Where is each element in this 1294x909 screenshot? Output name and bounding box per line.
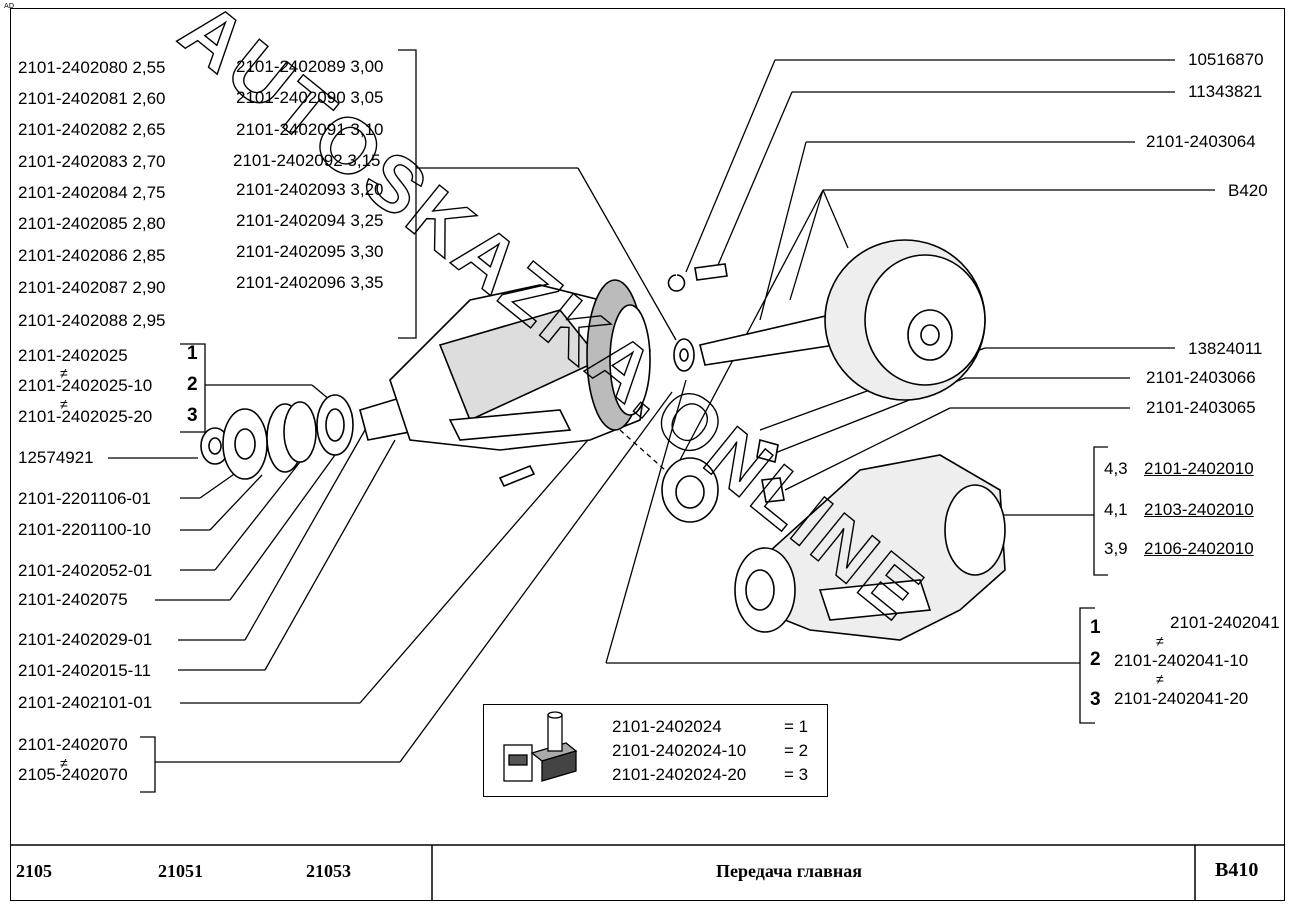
part-label: 2101-2201106-01 xyxy=(18,489,151,508)
shim-label: 2101-2402095 3,30 xyxy=(236,242,384,261)
part-label: 2101-2201100-10 xyxy=(18,520,151,539)
pinion-variant-2: 2101-2402025-10 xyxy=(18,376,153,395)
variant-number: 1 xyxy=(1090,617,1101,638)
variant-number: 1 xyxy=(187,343,198,364)
kit-part: 2101-2402024 xyxy=(612,717,722,736)
shim-label: 2101-2402086 2,85 xyxy=(18,246,166,265)
repair-kit-icon xyxy=(503,711,578,782)
variant-number: 3 xyxy=(1090,689,1101,710)
shim-label: 2101-2402094 3,25 xyxy=(236,211,384,230)
shim-label: 2101-2402084 2,75 xyxy=(18,183,166,202)
shim-label: 2101-2402093 3,20 xyxy=(236,180,384,199)
part-label: 2101-2403065 xyxy=(1146,398,1256,417)
part-label: 12574921 xyxy=(18,448,94,467)
shim-label: 2101-2402080 2,55 xyxy=(18,58,166,77)
gear-variant-2: 2101-2402041-10 xyxy=(1114,651,1249,670)
page-title: Передача главная xyxy=(716,861,862,881)
shim-label: 2101-2402085 2,80 xyxy=(18,214,166,233)
variant-number: 2 xyxy=(187,374,198,395)
part-label: 2101-2402101-01 xyxy=(18,693,153,712)
model-code: 21051 xyxy=(158,861,203,881)
ratio-value: 3,9 xyxy=(1104,539,1128,558)
part-label: 2101-2403064 xyxy=(1146,132,1256,151)
kit-equals: = 2 xyxy=(784,741,809,760)
part-label: 2101-2403066 xyxy=(1146,368,1256,387)
part-label: 2101-2402075 xyxy=(18,590,128,609)
part-label: B420 xyxy=(1228,181,1268,200)
pinion-variant-1: 2101-2402025 xyxy=(18,346,128,365)
part-label: 10516870 xyxy=(1188,50,1264,69)
part-label: 2101-2402052-01 xyxy=(18,561,153,580)
drawing-frame xyxy=(10,8,1285,901)
repair-kit-legend: 2101-2402024 = 1 2101-2402024-10 = 2 210… xyxy=(483,704,828,797)
shim-label: 2101-2402087 2,90 xyxy=(18,278,166,297)
model-code: 2105 xyxy=(16,861,52,881)
part-label: 13824011 xyxy=(1188,339,1263,358)
bearing-variant-2: 2105-2402070 xyxy=(18,765,128,784)
ratio-part: 2103-2402010 xyxy=(1144,500,1254,519)
shim-label: 2101-2402088 2,95 xyxy=(18,311,166,330)
gear-variant-1: 2101-2402041 xyxy=(1170,613,1280,632)
kit-part: 2101-2402024-20 xyxy=(612,765,747,784)
part-label: 2101-2402029-01 xyxy=(18,630,153,649)
kit-equals: = 1 xyxy=(784,717,809,736)
not-equal-mark: ≠ xyxy=(1156,633,1164,649)
kit-equals: = 3 xyxy=(784,765,809,784)
variant-number: 2 xyxy=(1090,649,1101,670)
shim-label: 2101-2402089 3,00 xyxy=(236,57,384,76)
shim-label: 2101-2402091 3,10 xyxy=(236,120,384,139)
shim-label: 2101-2402090 3,05 xyxy=(236,88,384,107)
model-code: 21053 xyxy=(306,861,351,881)
part-label: 11343821 xyxy=(1188,82,1263,101)
shim-label: 2101-2402092 3,15 xyxy=(233,151,381,170)
corner-mark: AD xyxy=(4,2,15,10)
not-equal-mark: ≠ xyxy=(60,396,68,412)
ratio-part: 2101-2402010 xyxy=(1144,459,1254,478)
shim-label: 2101-2402083 2,70 xyxy=(18,152,166,171)
shim-label: 2101-2402096 3,35 xyxy=(236,273,384,292)
gear-variant-3: 2101-2402041-20 xyxy=(1114,689,1249,708)
shim-label: 2101-2402082 2,65 xyxy=(18,120,166,139)
not-equal-mark: ≠ xyxy=(60,755,68,771)
not-equal-mark: ≠ xyxy=(60,365,68,381)
ratio-value: 4,1 xyxy=(1104,500,1128,519)
ratio-value: 4,3 xyxy=(1104,459,1128,478)
pinion-variant-3: 2101-2402025-20 xyxy=(18,407,153,426)
variant-number: 3 xyxy=(187,405,198,426)
shim-label: 2101-2402081 2,60 xyxy=(18,89,166,108)
bearing-variant-1: 2101-2402070 xyxy=(18,735,128,754)
kit-part: 2101-2402024-10 xyxy=(612,741,747,760)
ratio-part: 2106-2402010 xyxy=(1144,539,1254,558)
part-label: 2101-2402015-11 xyxy=(18,661,151,680)
not-equal-mark: ≠ xyxy=(1156,671,1164,687)
section-code: B410 xyxy=(1215,859,1259,881)
